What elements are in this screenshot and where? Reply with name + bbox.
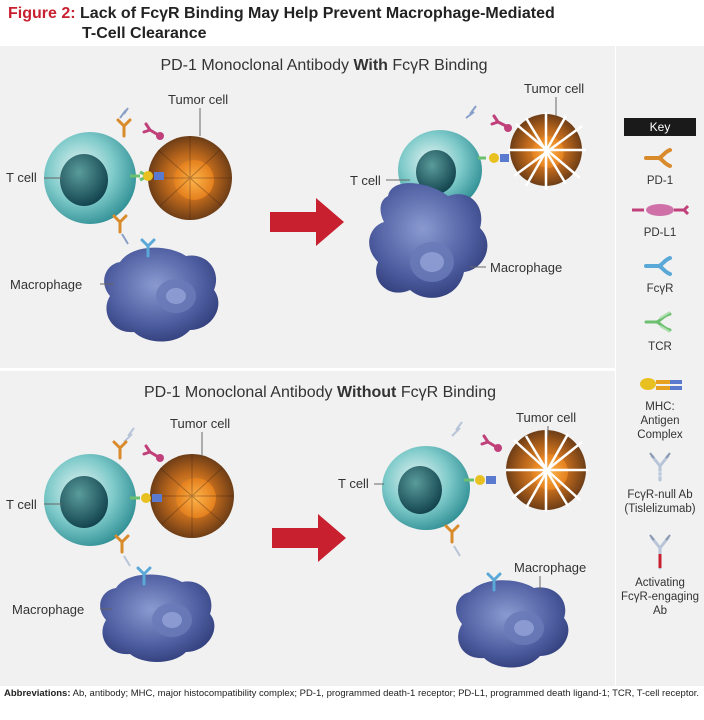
pd1-icon	[644, 148, 672, 168]
key-label-activating-ab-1: Activating	[635, 577, 685, 589]
bottom-right-macrophage-label: Macrophage	[514, 560, 586, 575]
key-label-mhc-3: Complex	[637, 429, 683, 441]
mhc-icon	[640, 378, 682, 390]
top-panel-heading: PD-1 Monoclonal Antibody With FcγR Bindi…	[160, 57, 487, 74]
top-left-macrophage	[104, 247, 219, 342]
bottom-right-tumor-label: Tumor cell	[516, 410, 576, 425]
top-left-tumor-label: Tumor cell	[168, 92, 228, 107]
activating-ab-icon	[649, 534, 671, 570]
abbreviations-label: Abbreviations:	[4, 688, 71, 699]
panel-divider	[0, 368, 615, 371]
key-label-pdl1: PD-L1	[644, 227, 677, 239]
title-line-1: Lack of FcγR Binding May Help Prevent Ma…	[80, 5, 555, 22]
key-item-fcgr-null-ab: FcγR-null Ab (Tislelizumab)	[624, 452, 696, 515]
bottom-right-tcell-label: T cell	[338, 476, 369, 491]
bottom-right-tumor-cell-lysed	[506, 430, 588, 512]
top-right-macrophage-engulfing	[369, 183, 488, 298]
key-label-fcgr-null-ab-1: FcγR-null Ab	[627, 489, 692, 501]
key-label-fcgr: FcγR	[647, 283, 674, 295]
bottom-left-tcell-label: T cell	[6, 497, 37, 512]
key-label-activating-ab-3: Ab	[653, 605, 667, 617]
key-item-tcr: TCR	[644, 311, 672, 353]
key-panel-background	[616, 46, 704, 686]
fcgr-null-ab-icon	[649, 452, 671, 482]
key-label-activating-ab-2: FcγR-engaging	[621, 591, 699, 603]
fcgr-icon	[644, 256, 672, 276]
abbreviations-footnote: Abbreviations: Ab, antibody; MHC, major …	[4, 688, 700, 700]
key-label-fcgr-null-ab-2: (Tislelizumab)	[624, 503, 695, 515]
title-line-2: T-Cell Clearance	[82, 25, 207, 42]
bottom-left-tumor-cell	[150, 454, 234, 538]
key-header	[624, 118, 696, 136]
key-item-mhc: MHC: Antigen Complex	[637, 378, 683, 441]
top-transition-arrow	[270, 198, 344, 246]
key-item-activating-ab: Activating FcγR-engaging Ab	[621, 534, 699, 617]
tcr-icon	[644, 311, 672, 333]
key-item-fcgr: FcγR	[644, 256, 674, 295]
figure-title: Figure 2: Lack of FcγR Binding May Help …	[8, 4, 698, 44]
bottom-right-tcell	[382, 446, 470, 530]
bottom-right-receptors	[444, 421, 502, 592]
key-title: Key	[650, 120, 671, 134]
figure-number: Figure 2:	[8, 5, 76, 22]
top-left-tcell-label: T cell	[6, 170, 37, 185]
top-left-receptors	[112, 107, 164, 258]
key-label-tcr: TCR	[648, 341, 672, 353]
top-right-macrophage-label: Macrophage	[490, 260, 562, 275]
bottom-transition-arrow	[272, 514, 346, 562]
top-left-tcell	[44, 132, 136, 224]
bottom-left-tumor-label: Tumor cell	[170, 416, 230, 431]
key-label-pd1: PD-1	[647, 175, 673, 187]
bottom-panel-heading: PD-1 Monoclonal Antibody Without FcγR Bi…	[144, 384, 496, 401]
top-right-receptors	[465, 105, 512, 163]
abbreviations-text: Ab, antibody; MHC, major histocompatibil…	[70, 688, 700, 699]
bottom-right-macrophage	[456, 580, 569, 668]
key-label-mhc-1: MHC:	[645, 401, 674, 413]
pdl1-icon	[632, 204, 690, 216]
top-right-tumor-cell-lysed	[508, 112, 586, 190]
top-left-tumor-cell	[148, 136, 232, 220]
bottom-left-macrophage-label: Macrophage	[12, 602, 84, 617]
key-item-pd1: PD-1	[644, 148, 673, 187]
top-left-macrophage-label: Macrophage	[10, 277, 82, 292]
bottom-left-tcell	[44, 454, 136, 546]
bottom-left-macrophage	[100, 574, 215, 662]
top-right-tcell-label: T cell	[350, 173, 381, 188]
key-item-pdl1: PD-L1	[632, 204, 690, 239]
bottom-left-receptors	[112, 427, 164, 586]
top-right-tumor-label: Tumor cell	[524, 81, 584, 96]
key-label-mhc-2: Antigen	[640, 415, 679, 427]
